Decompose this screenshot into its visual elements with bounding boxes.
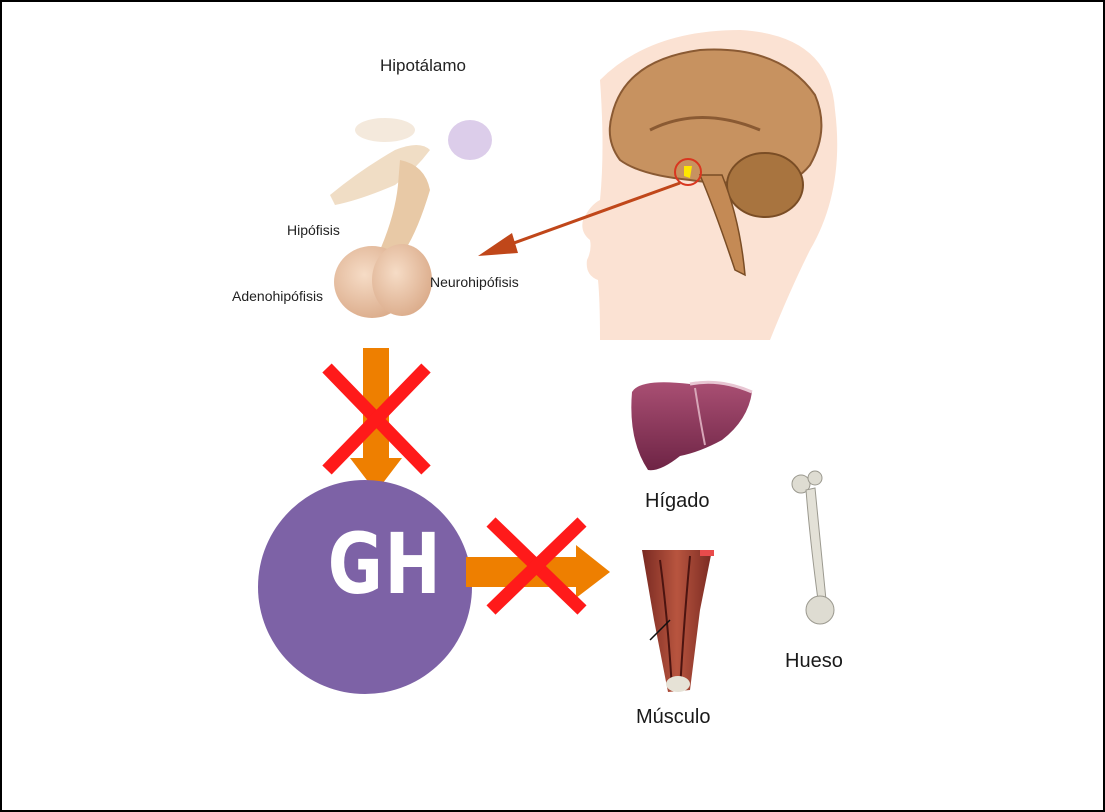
bone-illustration: [792, 471, 834, 624]
label-hipotalamo: Hipotálamo: [380, 56, 466, 76]
muscle-illustration: [642, 550, 714, 692]
label-adenohipofisis: Adenohipófisis: [232, 288, 323, 304]
label-hueso: Hueso: [785, 650, 843, 673]
label-higado: Hígado: [645, 490, 710, 513]
label-hipofisis: Hipófisis: [287, 222, 340, 238]
head-brain-illustration: [582, 30, 837, 340]
label-gh: GH: [317, 515, 453, 613]
label-neurohipofisis: Neurohipófisis: [430, 274, 519, 290]
label-musculo: Músculo: [636, 706, 710, 729]
liver-illustration: [631, 382, 752, 470]
